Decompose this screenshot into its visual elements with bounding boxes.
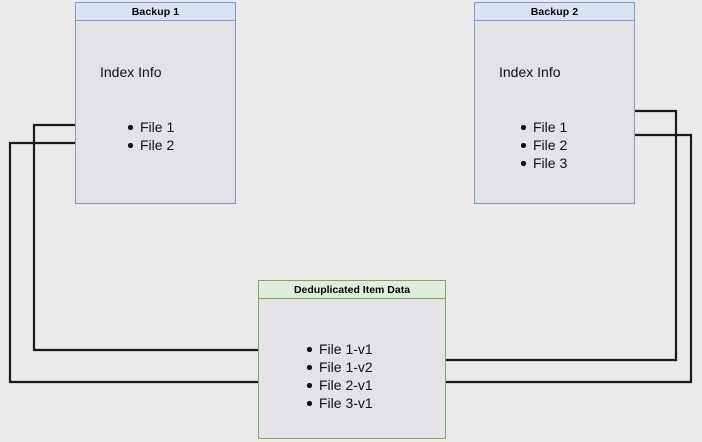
dedup-header: Deduplicated Item Data	[259, 281, 445, 299]
connector-backup1-file2-to-file2v1	[8, 141, 302, 386]
backup1-box: Backup 1 Index Info File 1 File 2	[75, 2, 236, 204]
list-item: File 3	[519, 154, 567, 172]
dedup-box: Deduplicated Item Data File 1-v1 File 1-…	[258, 280, 446, 439]
backup2-header: Backup 2	[475, 3, 634, 21]
connector-backup2-file1-to-file1v2	[397, 109, 678, 364]
dedup-body: File 1-v1 File 1-v2 File 2-v1 File 3-v1	[259, 299, 445, 438]
list-item: File 1	[126, 118, 174, 136]
backup1-header: Backup 1	[76, 3, 235, 21]
list-item: File 1	[519, 118, 567, 136]
backup2-file-list: File 1 File 2 File 3	[519, 118, 567, 172]
backup2-body: Index Info File 1 File 2 File 3	[475, 21, 634, 203]
backup2-subtitle: Index Info	[499, 64, 561, 80]
list-item: File 1-v1	[305, 340, 373, 358]
list-item: File 2	[519, 136, 567, 154]
list-item: File 1-v2	[305, 358, 373, 376]
list-item: File 3-v1	[305, 394, 373, 412]
connector-backup2-file2-to-file2v1	[397, 133, 693, 386]
backup1-body: Index Info File 1 File 2	[76, 21, 235, 203]
list-item: File 2-v1	[305, 376, 373, 394]
dedup-item-list: File 1-v1 File 1-v2 File 2-v1 File 3-v1	[305, 340, 373, 412]
backup1-subtitle: Index Info	[100, 64, 162, 80]
backup2-box: Backup 2 Index Info File 1 File 2 File 3	[474, 2, 635, 204]
list-item: File 2	[126, 136, 174, 154]
backup1-file-list: File 1 File 2	[126, 118, 174, 154]
